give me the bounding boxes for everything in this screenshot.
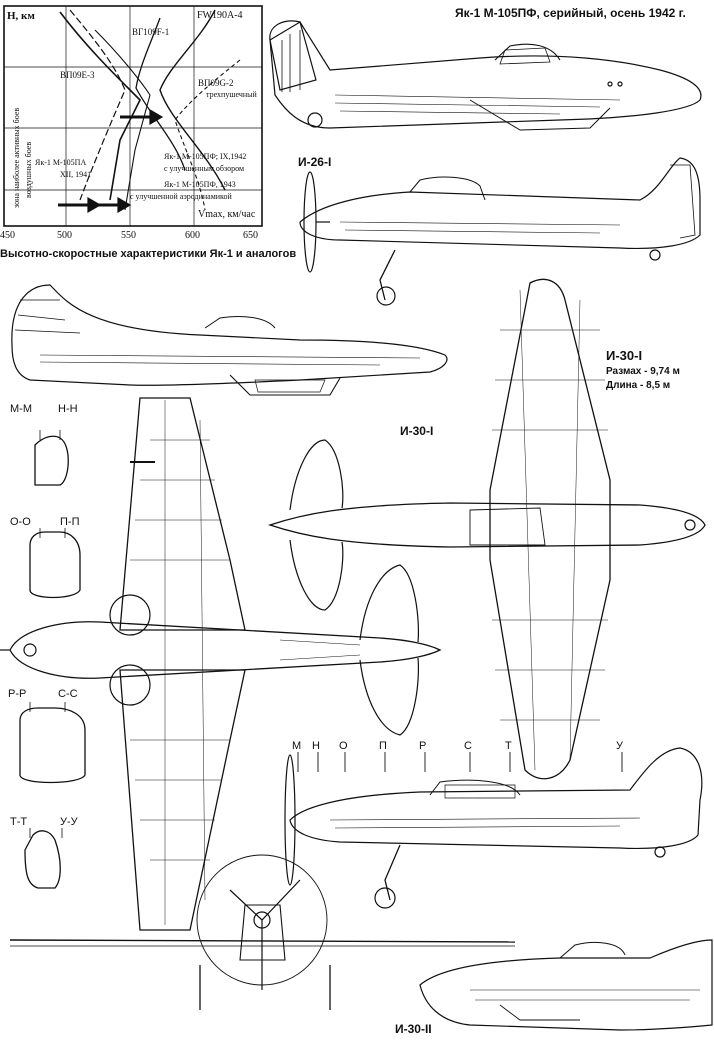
section-label-pp: П-П <box>60 516 80 528</box>
x-tick: 600 <box>185 230 200 241</box>
chart-x-axis-label: Vmax, км/час <box>198 209 256 220</box>
curve-label-yak-ix1942: Як-1 М-105ПФ; IX,1942 <box>164 152 247 161</box>
label-i30-top: И-30-I <box>606 348 643 363</box>
plan-view-i30 <box>267 278 706 780</box>
front-view <box>9 854 516 1010</box>
curve-yak <box>59 11 141 201</box>
curve-label-yak-m105pa: Як-1 М-105ПА <box>35 158 87 167</box>
section-marker: Т <box>505 740 512 752</box>
side-view-i26 <box>299 157 701 306</box>
section-label-nn: Н-Н <box>58 403 78 415</box>
section-marker: Р <box>419 740 427 752</box>
chart-frame <box>3 5 263 227</box>
side-view-yak1-1942 <box>269 20 702 131</box>
page-title: Як-1 М-105ПФ, серийный, осень 1942 г. <box>455 6 686 20</box>
section-pp <box>29 531 81 599</box>
chart-y-axis-label: H, км <box>7 10 35 22</box>
curve-label-fw190: FW190A-4 <box>197 10 243 21</box>
curve-label-yak-ix1942-note: с улучшенным обзором <box>164 164 245 173</box>
section-label-tt: Т-Т <box>10 816 28 828</box>
section-label-mm: М-М <box>10 403 32 415</box>
label-i26: И-26-I <box>298 155 332 169</box>
label-i30-mid: И-30-I <box>400 424 434 438</box>
side-view-sections <box>284 747 703 909</box>
curve-label-bf109g: ВП09G-2 <box>198 78 234 88</box>
side-view-i30-ii <box>419 939 713 1031</box>
section-label-ss: С-С <box>58 688 78 700</box>
section-marker: У <box>616 740 623 752</box>
section-marker: С <box>464 740 472 752</box>
side-view-i30-upper <box>11 284 448 396</box>
section-label-oo: О-О <box>10 516 31 528</box>
section-marker: О <box>339 740 348 752</box>
chart-caption: Высотно-скоростные характеристики Як-1 и… <box>0 248 297 260</box>
x-tick: 550 <box>121 230 136 241</box>
x-tick: 650 <box>243 230 258 241</box>
section-marker: П <box>379 740 387 752</box>
section-mm <box>34 435 69 486</box>
label-i30-bottom: И-30-II <box>395 1022 432 1036</box>
section-tt <box>24 830 61 889</box>
curve-yak-ix1942 <box>94 29 151 211</box>
curve-bf109g <box>174 59 241 211</box>
label-span: Размах - 9,74 м <box>606 366 680 377</box>
label-length: Длина - 8,5 м <box>606 380 671 391</box>
chart-side-note-2: воздушных боев <box>24 141 33 198</box>
x-tick: 450 <box>0 230 15 241</box>
curve-label-yak-1943-note: с улучшенной аэродинамикой <box>130 192 232 201</box>
plan-view-main <box>0 397 442 931</box>
curve-label-bf109g-note: трехпушечный <box>206 90 257 99</box>
section-marker: М <box>292 740 302 752</box>
curve-label-yak-1943: Як-1 М-105ПФ, 1943 <box>164 180 236 189</box>
section-label-rr: Р-Р <box>8 688 27 700</box>
curve-label-bf109f: ВГ109F-1 <box>132 27 170 37</box>
section-label-uu: У-У <box>60 816 78 828</box>
x-tick: 500 <box>57 230 72 241</box>
curve-bf109e <box>69 9 126 201</box>
curve-bf109f <box>135 17 186 171</box>
curve-fw190 <box>159 9 226 191</box>
section-rr <box>19 707 86 784</box>
cross-sections <box>19 430 86 889</box>
section-marker: Н <box>312 740 320 752</box>
curve-label-yak-m105pa-date: XII, 1941 <box>60 170 92 179</box>
curve-label-bf109e: ВП09Е-3 <box>60 70 95 80</box>
chart-side-note-1: зона наиболее активных боев <box>12 107 21 208</box>
